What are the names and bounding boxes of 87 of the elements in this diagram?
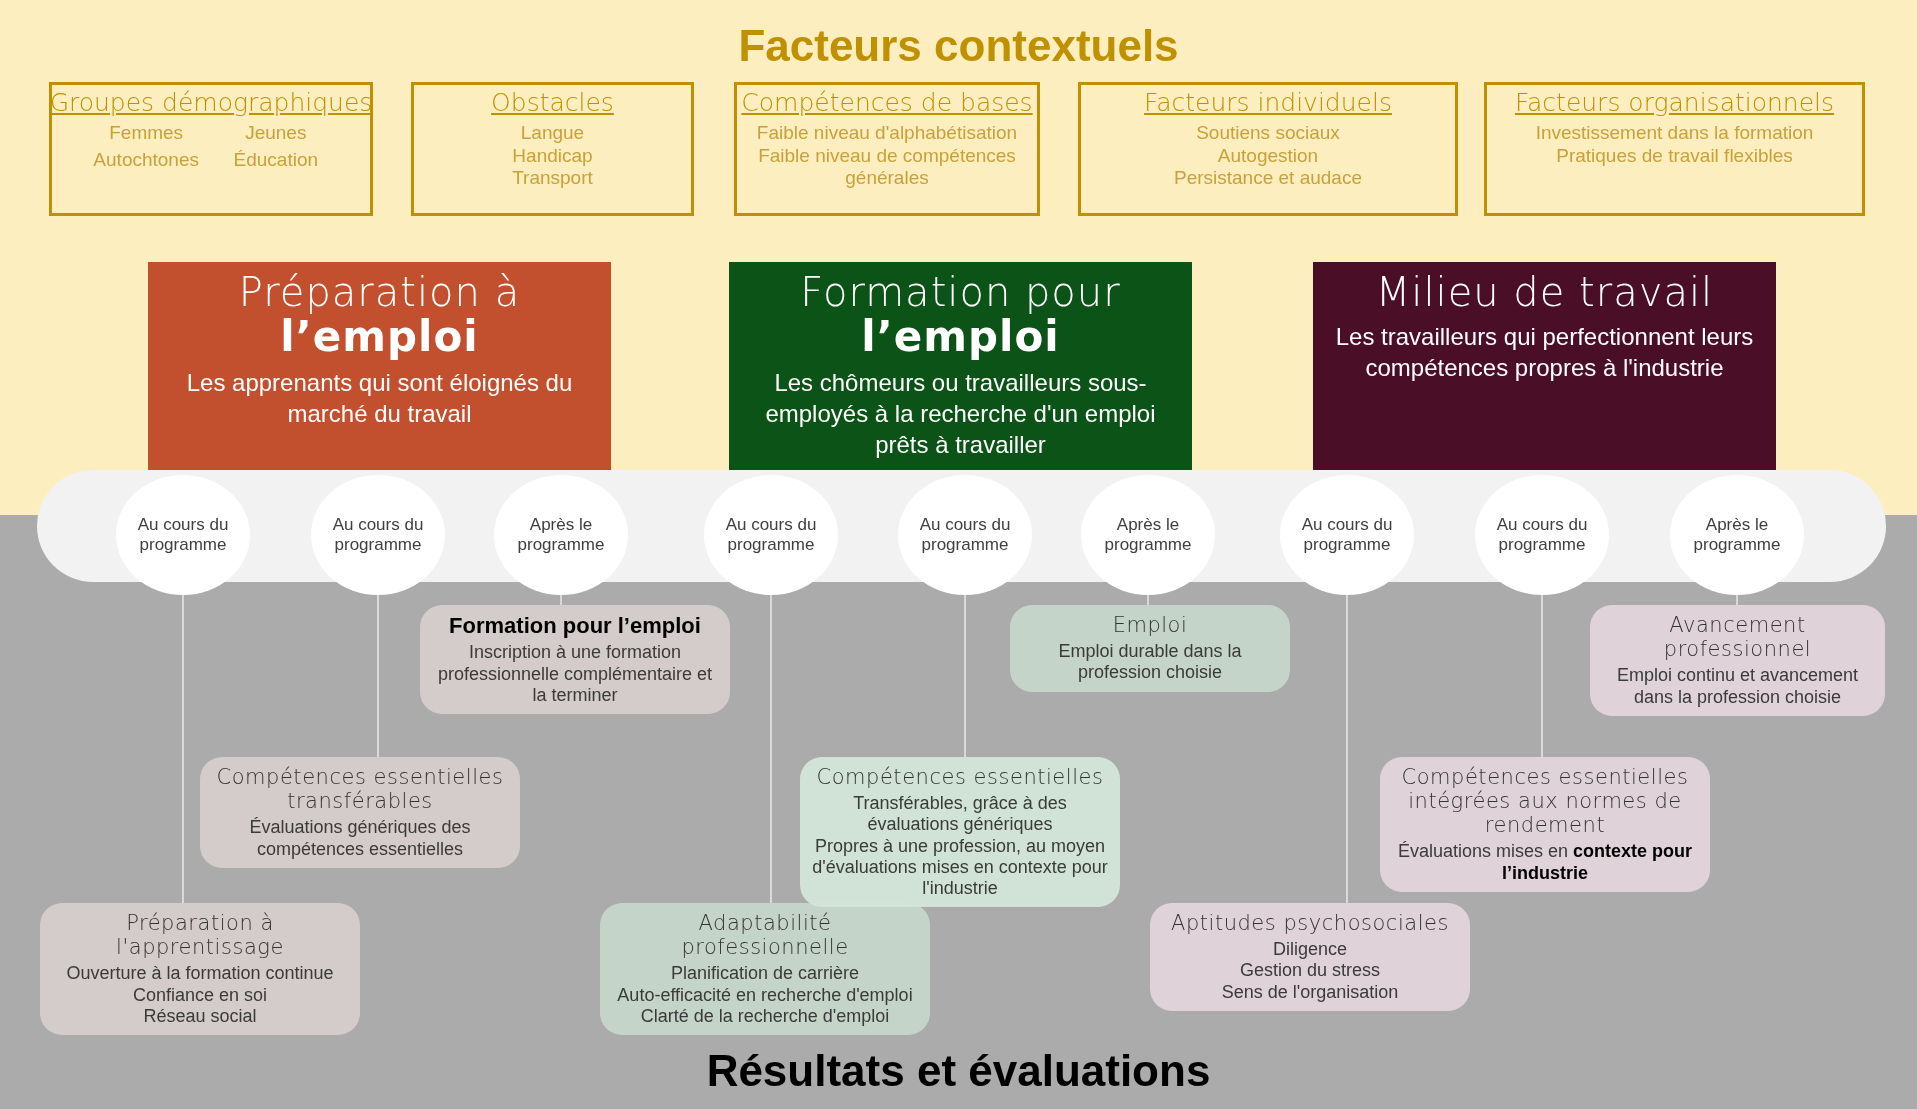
connector-line	[1147, 594, 1149, 606]
stage-label: Au cours du programme	[331, 514, 425, 556]
program-header-box	[729, 262, 1192, 470]
factor-item: Femmes	[108, 121, 185, 145]
outcome-detail: Emploi continu et avancement dans la profession choisie	[1615, 665, 1860, 708]
connector-line	[1736, 594, 1738, 606]
stage-label: Après le programme	[1692, 514, 1782, 556]
factor-item: Investissement dans la formation	[1535, 121, 1814, 145]
outcome-heading: Emploi	[1112, 613, 1188, 638]
outcome-detail: Réseau social	[143, 1005, 257, 1027]
program-title: Formation pour l’emploi	[800, 270, 1121, 361]
outcome-detail: Sens de l'organisation	[1221, 981, 1399, 1003]
stage-label: Au cours du programme	[1300, 514, 1394, 556]
outcome-card	[420, 605, 730, 714]
factor-item: Transport	[512, 167, 593, 191]
outcome-card	[800, 757, 1120, 908]
program-header-box	[148, 262, 611, 470]
outcome-detail: Transférables, grâce à des évaluations génériques	[852, 793, 1068, 836]
factor-item: Jeunes	[244, 121, 308, 145]
outcome-heading: Avancement professionnel	[1662, 613, 1813, 662]
outcome-detail: Diligence	[1272, 939, 1347, 961]
outcome-card	[1010, 605, 1290, 692]
program-description: Les chômeurs ou travailleurs sous-employés à la recherche d'un emploi prêts à travailler	[764, 368, 1157, 460]
context-factor-box	[1078, 82, 1458, 216]
connector-line	[770, 594, 772, 904]
box-heading: Facteurs individuels	[1144, 89, 1392, 118]
section-title: Résultats et évaluations	[705, 1046, 1212, 1097]
outcome-detail: Auto-efficacité en recherche d'emploi	[617, 984, 913, 1006]
program-title: Milieu de travail	[1375, 270, 1714, 314]
box-heading: Groupes démographiques	[49, 89, 373, 118]
factor-item: Éducation	[232, 148, 320, 172]
outcome-detail: Inscription à une formation professionnelle complémentaire et la terminer	[436, 642, 714, 706]
stage-label: Après le programme	[1103, 514, 1193, 556]
outcome-detail: Clarté de la recherche d'emploi	[640, 1005, 890, 1027]
outcome-detail: Planification de carrière	[670, 963, 860, 985]
section-title: Facteurs contextuels	[737, 22, 1180, 71]
factor-item: Autogestion	[1217, 144, 1319, 168]
stage-label: Au cours du programme	[1495, 514, 1589, 556]
outcome-detail: Propres à une profession, au moyen d'évaluations mises en contexte pour l'industrie	[812, 835, 1108, 900]
context-factor-box	[49, 82, 373, 216]
outcome-card	[1150, 903, 1470, 1011]
outcome-card	[1590, 605, 1885, 716]
connector-line	[377, 594, 379, 758]
outcome-detail: Confiance en soi	[132, 984, 268, 1006]
stage-label: Au cours du programme	[724, 514, 818, 556]
connector-line	[1541, 594, 1543, 758]
factor-item: Persistance et audace	[1174, 167, 1362, 191]
outcome-detail: Gestion du stress	[1239, 960, 1381, 982]
outcome-card	[40, 903, 360, 1035]
connector-line	[560, 594, 562, 606]
program-title: Préparation à l’emploi	[238, 270, 521, 361]
outcome-heading: Aptitudes psychosociales	[1171, 911, 1449, 936]
factor-item: Soutiens sociaux	[1196, 121, 1340, 145]
factor-item: Pratiques de travail flexibles	[1556, 144, 1793, 168]
box-heading: Facteurs organisationnels	[1514, 89, 1835, 118]
factor-item: Autochtones	[93, 148, 199, 172]
outcome-card	[600, 903, 930, 1035]
factor-item: Handicap	[512, 144, 593, 168]
stage-label: Après le programme	[516, 514, 606, 556]
context-factor-box	[1484, 82, 1865, 216]
program-header-box	[1313, 262, 1776, 470]
program-description: Les travailleurs qui perfectionnent leurs compétences propres à l'industrie	[1334, 322, 1755, 383]
outcome-detail: Ouverture à la formation continue	[66, 963, 334, 985]
outcome-card	[200, 757, 520, 868]
box-heading: Obstacles	[491, 89, 614, 118]
connector-line	[182, 594, 184, 904]
context-factor-box	[411, 82, 694, 216]
outcome-heading: Adaptabilité professionnelle	[680, 911, 850, 960]
outcome-detail: Évaluations génériques des compétences essentielles	[248, 817, 472, 860]
program-description: Les apprenants qui sont éloignés du marché du travail	[185, 368, 574, 429]
stage-label: Au cours du programme	[918, 514, 1012, 556]
outcome-card	[1380, 757, 1710, 892]
box-heading: Compétences de bases	[741, 89, 1033, 118]
outcome-heading: Préparation à l'apprentissage	[115, 911, 285, 960]
context-factor-box	[734, 82, 1040, 216]
outcome-detail: Emploi durable dans la profession choisie	[1057, 641, 1243, 684]
connector-line	[964, 594, 966, 758]
factor-item: Langue	[520, 121, 585, 145]
outcome-heading: Compétences essentielles intégrées aux normes de rendement	[1400, 765, 1690, 838]
factor-item: Faible niveau de compétences générales	[757, 144, 1017, 191]
outcome-heading: Compétences essentielles transférables	[215, 765, 505, 814]
factor-item: Faible niveau d'alphabétisation	[756, 121, 1018, 145]
outcome-heading: Formation pour l’emploi	[449, 613, 701, 639]
outcome-detail: Évaluations mises en contexte pour l’industrie	[1396, 841, 1694, 884]
outcome-heading: Compétences essentielles	[816, 765, 1104, 790]
stage-label: Au cours du programme	[136, 514, 230, 556]
connector-line	[1346, 594, 1348, 904]
